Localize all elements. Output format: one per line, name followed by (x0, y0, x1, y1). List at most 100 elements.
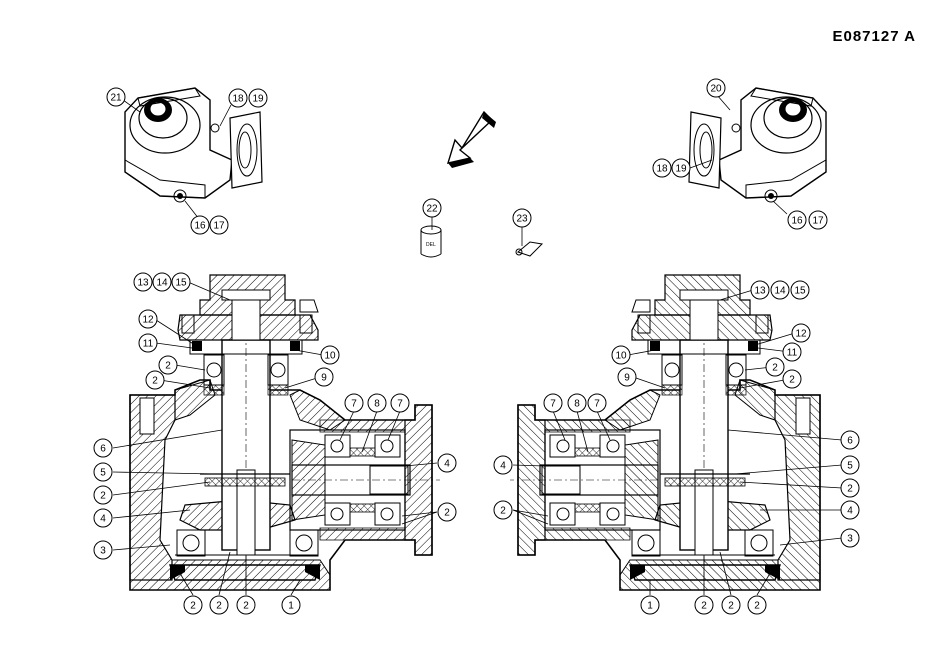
callout-number: 4 (444, 459, 450, 470)
callout-number: 17 (812, 216, 824, 227)
callout-number: 9 (624, 373, 630, 384)
callout-5: 5 (94, 463, 112, 481)
callout-number: 22 (426, 204, 438, 215)
callout-number: 19 (252, 94, 264, 105)
callout-23: 23 (513, 209, 531, 227)
callout-number: 9 (321, 373, 327, 384)
callout-number: 14 (774, 286, 786, 297)
callout-number: 16 (791, 216, 803, 227)
callout-9: 9 (315, 368, 333, 386)
callout-11: 11 (783, 343, 801, 361)
callout-number: 2 (701, 601, 707, 612)
callout-10: 10 (612, 346, 630, 364)
callout-2: 2 (783, 370, 801, 388)
callout-number: 3 (100, 546, 106, 557)
callout-20: 20 (707, 79, 725, 97)
callout-number: 21 (110, 93, 122, 104)
callout-number: 6 (847, 436, 853, 447)
callout-number: 2 (152, 376, 158, 387)
callout-2: 2 (184, 596, 202, 614)
callout-12: 12 (139, 310, 157, 328)
callout-number: 18 (656, 164, 668, 175)
callout-number: 17 (213, 221, 225, 232)
callout-8: 8 (368, 394, 386, 412)
callout-number: 11 (787, 348, 798, 359)
callout-number: 2 (847, 484, 853, 495)
callout-17: 17 (210, 216, 228, 234)
section-view-left (130, 275, 440, 590)
callout-8: 8 (568, 394, 586, 412)
callout-19: 19 (249, 89, 267, 107)
callout-18: 18 (653, 159, 671, 177)
callout-1: 1 (282, 596, 300, 614)
isometric-view-right (689, 88, 826, 202)
callout-2: 2 (94, 486, 112, 504)
callout-2: 2 (748, 596, 766, 614)
callout-number: 4 (847, 506, 853, 517)
callout-number: 7 (351, 399, 357, 410)
callout-number: 6 (100, 444, 106, 455)
cap-label: DEL (426, 242, 436, 248)
callout-12: 12 (792, 324, 810, 342)
callout-number: 10 (615, 351, 627, 362)
callout-15: 15 (791, 281, 809, 299)
callout-10: 10 (321, 346, 339, 364)
callout-number: 1 (647, 601, 653, 612)
callout-number: 2 (100, 491, 106, 502)
callout-number: 4 (100, 514, 106, 525)
callout-7: 7 (345, 394, 363, 412)
callout-3: 3 (94, 541, 112, 559)
callout-number: 20 (710, 84, 722, 95)
callout-number: 15 (175, 278, 187, 289)
callout-number: 4 (500, 461, 506, 472)
direction-arrow-icon (448, 112, 496, 168)
callout-number: 12 (142, 315, 154, 326)
section-view-right (510, 275, 820, 590)
callout-18: 18 (229, 89, 247, 107)
callout-13: 13 (134, 273, 152, 291)
callout-number: 3 (847, 534, 853, 545)
callout-11: 11 (139, 334, 157, 352)
callout-16: 16 (788, 211, 806, 229)
callout-6: 6 (841, 431, 859, 449)
callout-2: 2 (766, 358, 784, 376)
callout-number: 2 (772, 363, 778, 374)
callout-2: 2 (146, 371, 164, 389)
callout-number: 2 (789, 375, 795, 386)
callout-number: 2 (444, 508, 450, 519)
callout-22: 22 (423, 199, 441, 217)
callout-7: 7 (544, 394, 562, 412)
callout-16: 16 (191, 216, 209, 234)
callout-6: 6 (94, 439, 112, 457)
callout-1: 1 (641, 596, 659, 614)
callout-number: 8 (374, 399, 380, 410)
callout-number: 5 (847, 461, 853, 472)
callout-number: 10 (324, 351, 336, 362)
callout-4: 4 (438, 454, 456, 472)
callout-7: 7 (391, 394, 409, 412)
callout-17: 17 (809, 211, 827, 229)
callout-number: 15 (794, 286, 806, 297)
callout-13: 13 (751, 281, 769, 299)
callout-5: 5 (841, 456, 859, 474)
callout-2: 2 (722, 596, 740, 614)
callout-number: 5 (100, 468, 106, 479)
callout-number: 23 (516, 214, 528, 225)
callout-2: 2 (695, 596, 713, 614)
callout-number: 2 (754, 601, 760, 612)
callout-number: 19 (675, 164, 687, 175)
callout-number: 13 (754, 286, 766, 297)
callout-14: 14 (771, 281, 789, 299)
callout-2: 2 (237, 596, 255, 614)
callout-number: 7 (594, 399, 600, 410)
callout-2: 2 (210, 596, 228, 614)
callout-number: 11 (143, 339, 154, 350)
callout-4: 4 (94, 509, 112, 527)
callout-number: 13 (137, 278, 149, 289)
clip-part-23 (516, 242, 542, 256)
callout-2: 2 (159, 356, 177, 374)
callout-number: 16 (194, 221, 206, 232)
callout-21: 21 (107, 88, 125, 106)
callout-4: 4 (494, 456, 512, 474)
